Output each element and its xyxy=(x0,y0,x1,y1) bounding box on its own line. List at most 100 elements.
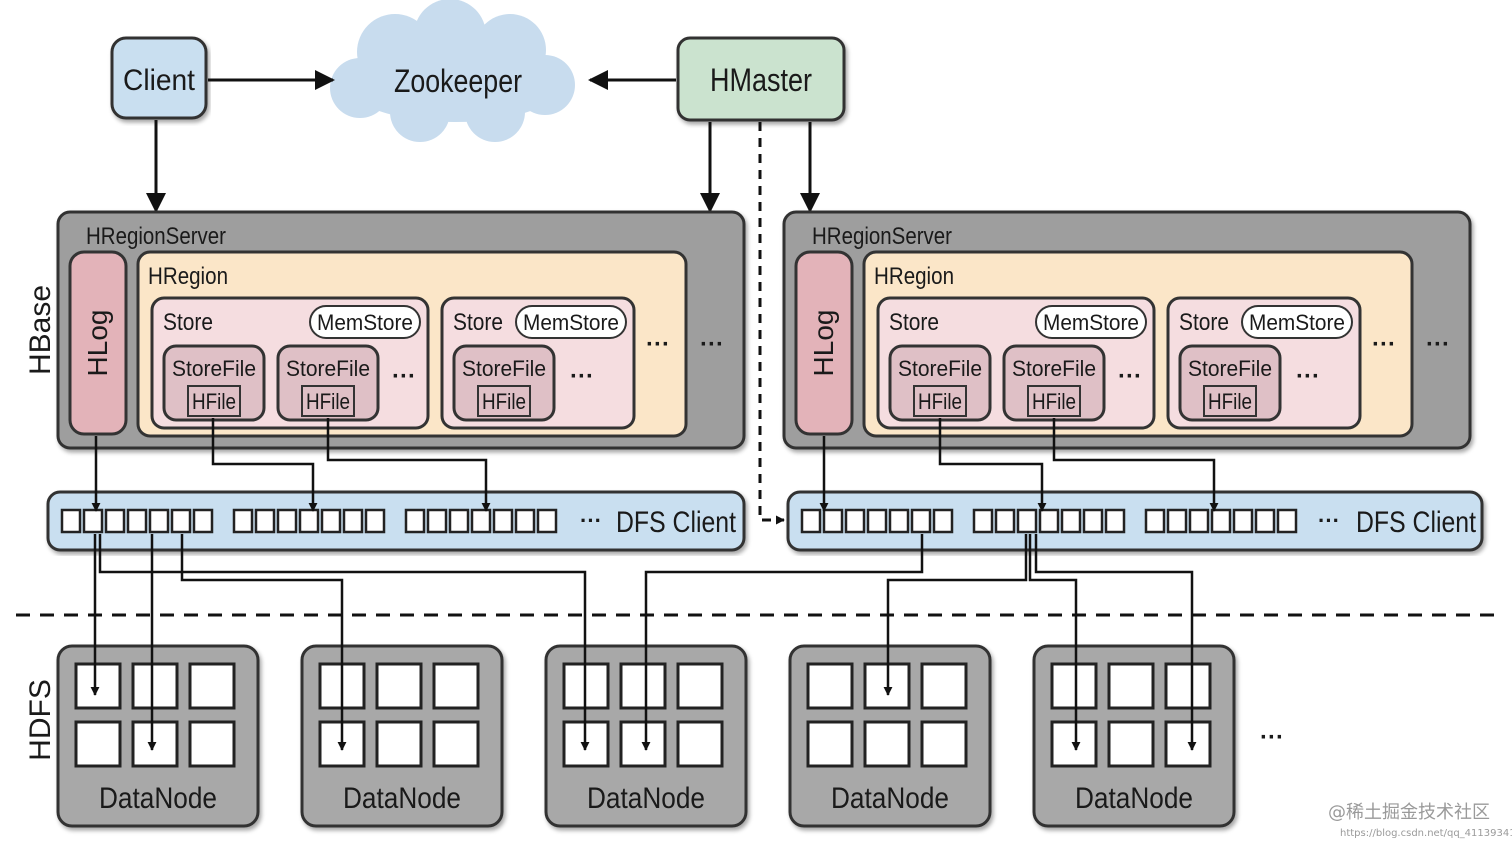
datanode-block xyxy=(806,720,854,768)
dfs-block-cell xyxy=(448,508,470,534)
store-label: Store xyxy=(163,309,213,336)
dfs-block-cell xyxy=(232,508,254,534)
datanode-block xyxy=(619,720,667,768)
dfs-block-cell xyxy=(972,508,994,534)
datanode-block xyxy=(863,720,911,768)
datanode-block xyxy=(1107,720,1155,768)
dfs-client-2: ··· DFS Client xyxy=(786,490,1484,552)
datanode-block xyxy=(1050,662,1098,710)
memstore-label: MemStore xyxy=(1043,310,1139,335)
storefile-ellipsis: ··· xyxy=(1296,363,1320,390)
storefile-label: StoreFile xyxy=(462,356,546,381)
datanode-block xyxy=(920,662,968,710)
dfs-block-cell xyxy=(932,508,954,534)
store-ellipsis: ··· xyxy=(646,331,670,358)
client-node: Client xyxy=(110,36,208,120)
datanode-ellipsis: ··· xyxy=(1260,724,1284,751)
hmaster-node: HMaster xyxy=(676,36,846,122)
hregionserver-2: HRegionServer HLog HRegion ··· Store Mem… xyxy=(782,210,1472,450)
hfile-label: HFile xyxy=(1208,389,1252,414)
dfs-block-cell xyxy=(320,508,342,534)
dfs-block-cell xyxy=(276,508,298,534)
dfs-block-cell xyxy=(426,508,448,534)
store-label: Store xyxy=(453,309,503,336)
region-ellipsis: ··· xyxy=(1426,331,1450,358)
datanode-block xyxy=(920,720,968,768)
data-flow-arrows xyxy=(90,418,1219,751)
dfs-client-1-label: DFS Client xyxy=(616,506,737,539)
storefile-ellipsis: ··· xyxy=(570,363,594,390)
region-ellipsis: ··· xyxy=(700,331,724,358)
dfs-block-cell xyxy=(104,508,126,534)
storefile-label: StoreFile xyxy=(898,356,982,381)
dfs-block-cell xyxy=(1232,508,1254,534)
dfs-block-cell xyxy=(1016,508,1038,534)
datanode-label: DataNode xyxy=(587,782,705,815)
datanode-block xyxy=(806,662,854,710)
watermark-text: @稀土掘金技术社区 xyxy=(1328,802,1490,823)
zookeeper-cloud: Zookeeper xyxy=(330,0,575,142)
memstore-label: MemStore xyxy=(523,310,619,335)
datanode-2: DataNode xyxy=(300,644,504,828)
dfs-block-cell xyxy=(1166,508,1188,534)
dfs-block-cell xyxy=(844,508,866,534)
hregion-1-label: HRegion xyxy=(148,263,228,290)
datanode-block xyxy=(676,720,724,768)
dfs-block-cell xyxy=(1188,508,1210,534)
dfs-block-cell xyxy=(866,508,888,534)
dfs-client-1: ··· DFS Client xyxy=(46,490,746,552)
storefile-ellipsis: ··· xyxy=(1118,363,1142,390)
datanode-block xyxy=(131,662,179,710)
dfs-block-cell xyxy=(364,508,386,534)
zookeeper-label: Zookeeper xyxy=(394,63,522,99)
dfs-block-cell xyxy=(1082,508,1104,534)
datanode-1: DataNode xyxy=(56,644,260,828)
dfs-block-cell xyxy=(60,508,82,534)
dfs-block-cell xyxy=(1210,508,1232,534)
datanode-block xyxy=(619,662,667,710)
top-arrows xyxy=(146,70,820,525)
dfs-block-cell xyxy=(298,508,320,534)
storefile-label: StoreFile xyxy=(1012,356,1096,381)
dfs-block-cell xyxy=(994,508,1016,534)
datanode-block xyxy=(74,720,122,768)
dfs-block-cell xyxy=(536,508,558,534)
datanode-block xyxy=(432,720,480,768)
dfs-block-cell xyxy=(514,508,536,534)
datanode-4: DataNode xyxy=(788,644,992,828)
hfile-label: HFile xyxy=(192,389,236,414)
store-ellipsis: ··· xyxy=(1372,331,1396,358)
client-label: Client xyxy=(123,64,196,97)
datanode-block xyxy=(676,662,724,710)
hregion-2-label: HRegion xyxy=(874,263,954,290)
dfs-block-cell xyxy=(170,508,192,534)
hlog-2-label: HLog xyxy=(808,310,839,377)
dfs-block-cell xyxy=(822,508,844,534)
hfile-label: HFile xyxy=(918,389,962,414)
hbase-layer-label: HBase xyxy=(24,285,57,375)
datanode-block xyxy=(1164,662,1212,710)
hregionserver-2-label: HRegionServer xyxy=(812,223,952,250)
datanode-block xyxy=(74,662,122,710)
dfs-block-cell xyxy=(492,508,514,534)
datanode-block xyxy=(188,720,236,768)
datanode-block xyxy=(375,662,423,710)
dfs-client-2-label: DFS Client xyxy=(1356,506,1477,539)
dfs-block-cell xyxy=(800,508,822,534)
dfs-block-cell xyxy=(1276,508,1298,534)
datanode-block xyxy=(131,720,179,768)
store-label: Store xyxy=(889,309,939,336)
hregionserver-1-label: HRegionServer xyxy=(86,223,226,250)
dfs-block-cell xyxy=(910,508,932,534)
datanode-label: DataNode xyxy=(343,782,461,815)
dfs-block-cell xyxy=(888,508,910,534)
memstore-label: MemStore xyxy=(1249,310,1345,335)
datanode-block xyxy=(375,720,423,768)
datanode-block xyxy=(1050,720,1098,768)
dfs-block-cell xyxy=(192,508,214,534)
hregionserver-1: HRegionServer HLog HRegion ··· Store Mem… xyxy=(56,210,746,450)
dfs-ellipsis: ··· xyxy=(1318,508,1340,533)
hfile-label: HFile xyxy=(306,389,350,414)
dfs-block-cell xyxy=(1060,508,1082,534)
